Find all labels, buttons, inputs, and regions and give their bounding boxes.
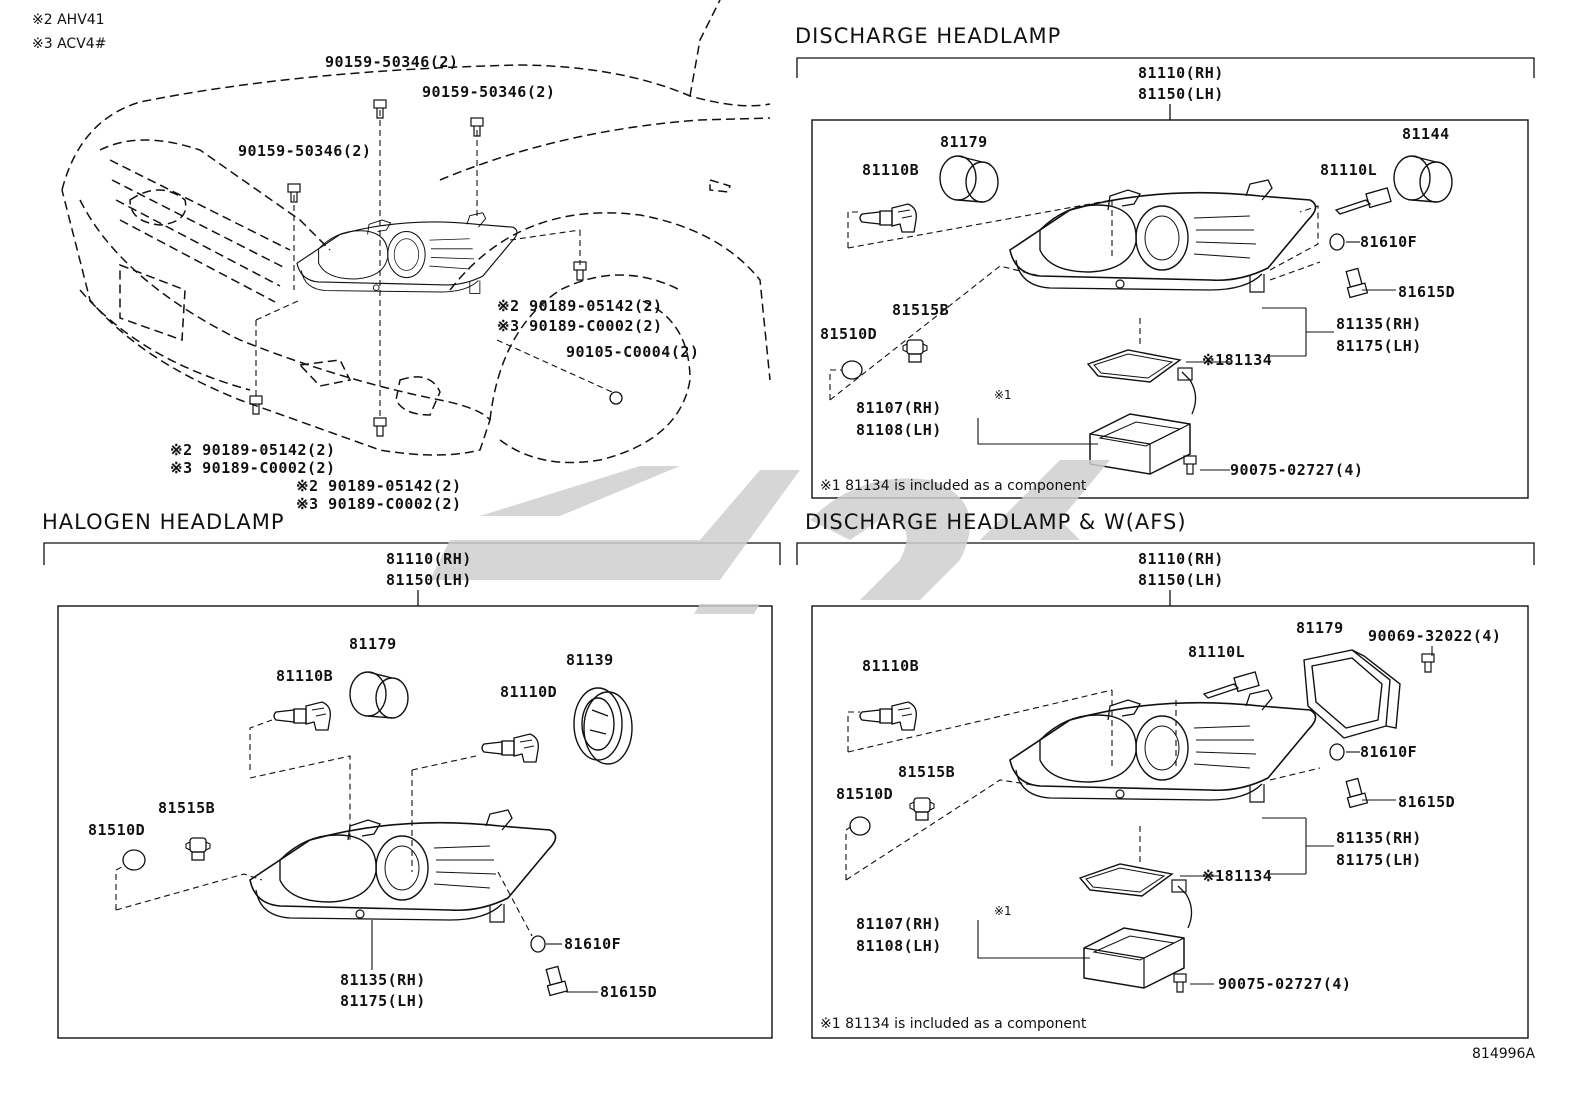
discharge-81510d: 81510D [820, 325, 878, 343]
halogen-assy-lh: 81150(LH) [386, 571, 472, 589]
afs-81110l: 81110L [1188, 643, 1246, 661]
halogen-81135: 81135(RH) [340, 971, 426, 989]
halogen-81110b: 81110B [276, 667, 334, 685]
afs-footnote: ※1 81134 is included as a component [820, 1016, 1087, 1032]
section-brackets [43, 57, 1535, 606]
discharge-assy-lh: 81150(LH) [1138, 85, 1224, 103]
afs-assy-lh: 81150(LH) [1138, 571, 1224, 589]
car-headlamp [296, 212, 518, 295]
halogen-81610f: 81610F [564, 935, 622, 953]
afs-81107: 81107(RH) [856, 915, 942, 933]
car-bolt-b: 90159-50346(2) [422, 83, 556, 101]
afs-assy-rh: 81110(RH) [1138, 550, 1224, 568]
halogen-leaders [115, 719, 598, 993]
afs-star1: ※1 [994, 904, 1012, 918]
discharge-81110b: 81110B [862, 161, 920, 179]
car-clip-bottom-ahv41: ※2 90189-05142(2) [296, 477, 462, 495]
discharge-81107: 81107(RH) [856, 399, 942, 417]
figure-id: 814996A [1472, 1046, 1536, 1062]
halogen-assy-rh: 81110(RH) [386, 550, 472, 568]
afs-81175: 81175(LH) [1336, 851, 1422, 869]
afs-81615d: 81615D [1398, 793, 1456, 811]
afs-81135: 81135(RH) [1336, 829, 1422, 847]
halogen-81139: 81139 [566, 651, 614, 669]
section-title-halogen: HALOGEN HEADLAMP [42, 510, 285, 534]
discharge-81108: 81108(LH) [856, 421, 942, 439]
afs-90069: 90069-32022(4) [1368, 627, 1502, 645]
afs-81610f: 81610F [1360, 743, 1418, 761]
discharge-footnote: ※1 81134 is included as a component [820, 478, 1087, 494]
watermark-logo [430, 460, 1110, 614]
halogen-81515b: 81515B [158, 799, 216, 817]
afs-90075: 90075-02727(4) [1218, 975, 1352, 993]
section-title-discharge: DISCHARGE HEADLAMP [795, 24, 1062, 48]
halogen-81175: 81175(LH) [340, 992, 426, 1010]
halogen-parts [122, 671, 633, 997]
car-bolt-c: 90159-50346(2) [238, 142, 372, 160]
car-front-illustration [61, 0, 771, 464]
car-clip-left-ahv41: ※2 90189-05142(2) [170, 441, 336, 459]
car-screw: 90105-C0004(2) [566, 343, 700, 361]
car-clip-bottom-acv4: ※3 90189-C0002(2) [296, 495, 462, 513]
halogen-81110d: 81110D [500, 683, 558, 701]
section-frames [57, 119, 1529, 1039]
halogen-81615d: 81615D [600, 983, 658, 1001]
afs-parts [849, 649, 1435, 993]
discharge-90075: 90075-02727(4) [1230, 461, 1364, 479]
discharge-81515b: 81515B [892, 301, 950, 319]
section-title-afs: DISCHARGE HEADLAMP & W(AFS) [805, 510, 1187, 534]
discharge-star1: ※1 [994, 388, 1012, 402]
discharge-81179: 81179 [940, 133, 988, 151]
discharge-81610f: 81610F [1360, 233, 1418, 251]
discharge-81175: 81175(LH) [1336, 337, 1422, 355]
afs-81179: 81179 [1296, 619, 1344, 637]
car-leader-lines [255, 110, 613, 420]
afs-leaders [845, 646, 1433, 985]
afs-81110b: 81110B [862, 657, 920, 675]
discharge-assy-rh: 81110(RH) [1138, 64, 1224, 82]
discharge-81135: 81135(RH) [1336, 315, 1422, 333]
afs-81515b: 81515B [898, 763, 956, 781]
afs-81134: ※181134 [1202, 867, 1273, 885]
discharge-81110l: 81110L [1320, 161, 1378, 179]
note-ahv41: ※2 AHV41 [32, 12, 105, 28]
car-fasteners [249, 99, 623, 437]
discharge-leaders [829, 199, 1396, 471]
discharge-81615d: 81615D [1398, 283, 1456, 301]
car-bolt-a: 90159-50346(2) [325, 53, 459, 71]
afs-81108: 81108(LH) [856, 937, 942, 955]
halogen-81510d: 81510D [88, 821, 146, 839]
note-acv4: ※3 ACV4# [32, 36, 107, 52]
car-clip-right-acv4: ※3 90189-C0002(2) [497, 317, 663, 335]
car-clip-right-ahv41: ※2 90189-05142(2) [497, 297, 663, 315]
halogen-81179: 81179 [349, 635, 397, 653]
discharge-81144: 81144 [1402, 125, 1450, 143]
afs-81510d: 81510D [836, 785, 894, 803]
car-clip-left-acv4: ※3 90189-C0002(2) [170, 459, 336, 477]
discharge-81134: ※181134 [1202, 351, 1273, 369]
